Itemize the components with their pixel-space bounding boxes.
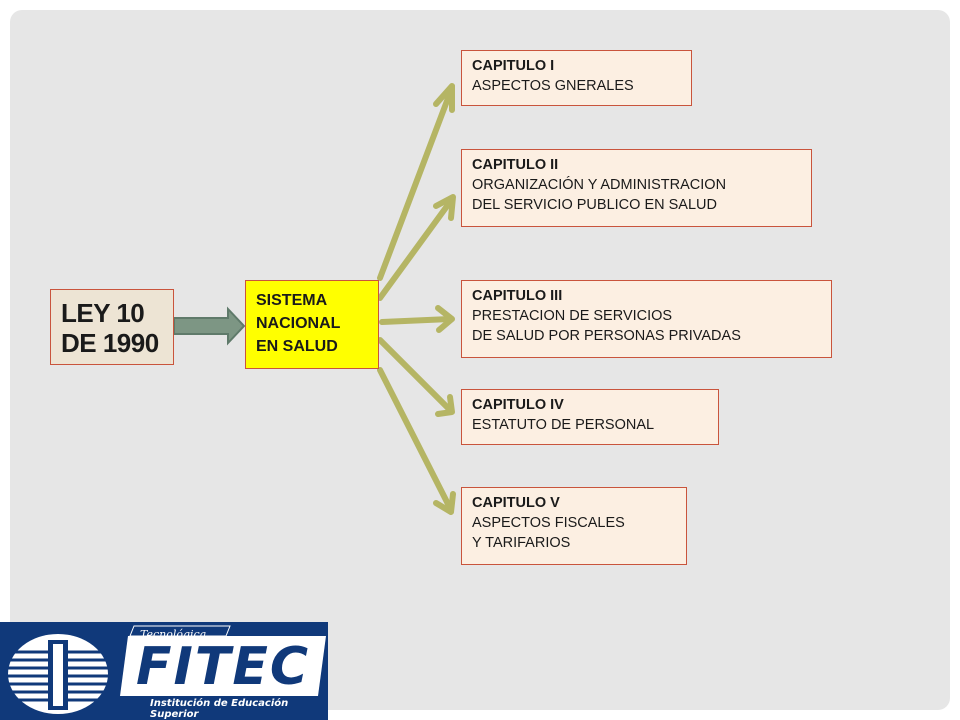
- chapter-4-title: CAPITULO IV: [472, 397, 564, 413]
- chapter-2-line-2: DEL SERVICIO PUBLICO EN SALUD: [472, 197, 717, 213]
- connector-chapter-1-head: [433, 83, 455, 113]
- hub-node-line-2: NACIONAL: [256, 315, 341, 332]
- root-node-line-2: DE 1990: [61, 328, 159, 358]
- logo-small-text: Tecnológica: [140, 628, 207, 641]
- chapter-node-2: CAPITULO II ORGANIZACIÓN Y ADMINISTRACIO…: [461, 149, 812, 227]
- logo-wordmark: FITEC: [135, 637, 311, 697]
- fitec-logo: Tecnológica FITEC Institución de Educaci…: [0, 622, 328, 720]
- chapter-3-title: CAPITULO III: [472, 288, 563, 304]
- connector-chapter-3-head: [435, 305, 455, 333]
- chapter-1-line-1: ASPECTOS GNERALES: [472, 78, 634, 94]
- chapter-3-line-1: PRESTACION DE SERVICIOS: [472, 308, 673, 324]
- chapter-node-4: CAPITULO IV ESTATUTO DE PERSONAL: [461, 389, 719, 445]
- chapter-node-5: CAPITULO V ASPECTOS FISCALES Y TARIFARIO…: [461, 487, 687, 565]
- hub-node-line-3: EN SALUD: [256, 338, 338, 355]
- chapter-4-line-1: ESTATUTO DE PERSONAL: [472, 417, 655, 433]
- chapter-node-1: CAPITULO I ASPECTOS GNERALES: [461, 50, 692, 106]
- chapter-5-title: CAPITULO V: [472, 495, 560, 511]
- connector-chapter-1: [377, 90, 453, 281]
- hub-node-sistema: SISTEMA NACIONAL EN SALUD: [245, 280, 379, 369]
- connector-chapter-4-head: [435, 394, 455, 417]
- chapter-2-title: CAPITULO II: [472, 157, 559, 173]
- connector-chapter-3: [379, 316, 453, 325]
- chapter-node-3: CAPITULO III PRESTACION DE SERVICIOS DE …: [461, 280, 832, 358]
- hub-node-line-1: SISTEMA: [256, 292, 328, 309]
- chapter-2-line-1: ORGANIZACIÓN Y ADMINISTRACION: [472, 177, 727, 193]
- connector-chapter-4: [377, 337, 453, 413]
- root-node-line-1: LEY 10: [61, 298, 145, 328]
- connector-chapter-5-head: [433, 491, 456, 515]
- connector-chapter-2-head: [433, 194, 456, 221]
- connector-chapter-2: [377, 199, 453, 301]
- chapter-5-line-1: ASPECTOS FISCALES: [472, 515, 625, 531]
- chapter-5-line-2: Y TARIFARIOS: [472, 535, 571, 551]
- logo-subtitle: Institución de Educación Superior: [150, 698, 289, 720]
- root-node-ley: LEY 10 DE 1990: [50, 289, 174, 365]
- chapter-1-title: CAPITULO I: [472, 58, 555, 74]
- globe-emblem-icon: [8, 625, 326, 714]
- root-to-hub-arrow: [173, 306, 246, 346]
- chapter-3-line-2: DE SALUD POR PERSONAS PRIVADAS: [472, 328, 741, 344]
- connector-chapter-5: [377, 367, 453, 511]
- hub-connectors: [377, 83, 456, 515]
